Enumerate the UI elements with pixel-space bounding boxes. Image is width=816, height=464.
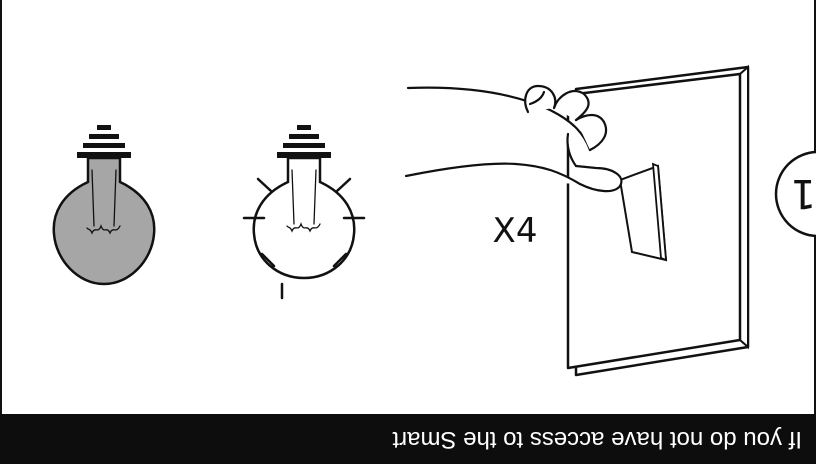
lightbulb-off-icon bbox=[54, 125, 154, 284]
step-number-badge: 1 bbox=[776, 152, 816, 236]
lightbulb-on-icon bbox=[244, 125, 364, 298]
hand-pressing-icon bbox=[406, 86, 621, 191]
light-switch-icon bbox=[568, 67, 748, 375]
step-number: 1 bbox=[791, 170, 816, 216]
repeat-count-label: X4 bbox=[470, 206, 560, 256]
